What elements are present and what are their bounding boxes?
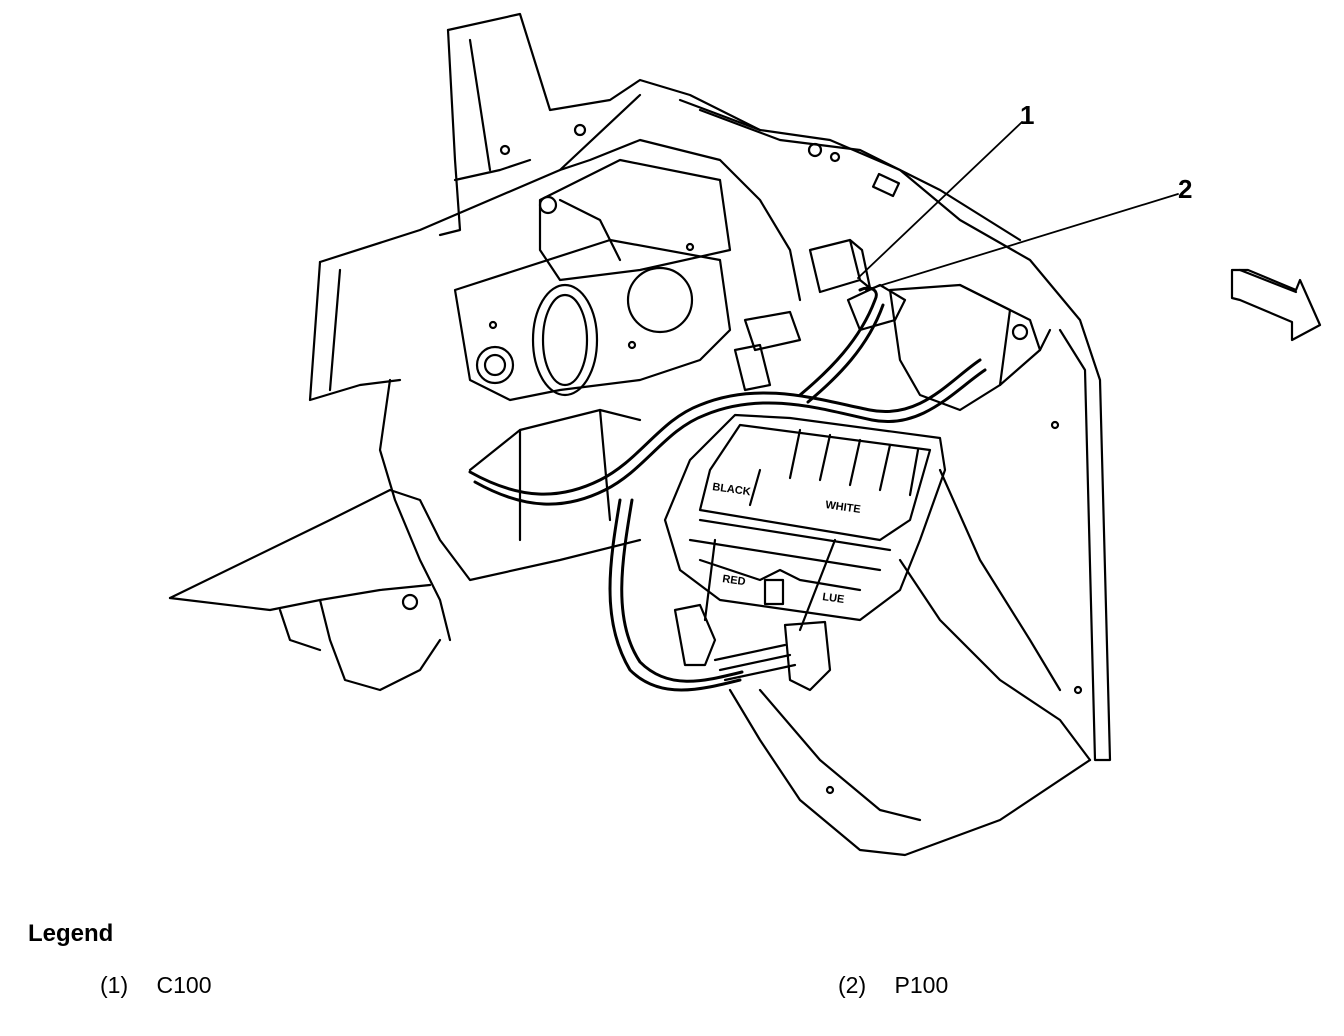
callout-leaders bbox=[857, 121, 1179, 291]
white-connector-label: WHITE bbox=[825, 499, 862, 516]
legend-title: Legend bbox=[28, 920, 114, 947]
legend-item-2: (2) P100 bbox=[838, 972, 948, 999]
connector-c100 bbox=[808, 238, 872, 294]
control-module bbox=[663, 413, 947, 632]
legend-item-1-label: C100 bbox=[156, 972, 212, 998]
legend-item-1-number: (1) bbox=[100, 972, 129, 998]
body-panel bbox=[308, 12, 1112, 762]
relay-box bbox=[888, 283, 1052, 412]
floor-tunnel bbox=[168, 378, 642, 692]
dash-panel bbox=[453, 158, 732, 402]
blue-connector-label: LUE bbox=[822, 591, 845, 606]
module-plugs bbox=[673, 603, 832, 692]
lower-panel bbox=[728, 468, 1092, 857]
legend-item-2-number: (2) bbox=[838, 972, 867, 998]
black-connector-label: BLACK bbox=[712, 481, 752, 498]
legend-item-2-label: P100 bbox=[894, 972, 949, 998]
callout-1-number: 1 bbox=[1020, 100, 1035, 130]
callout-2-number: 2 bbox=[1178, 174, 1193, 204]
orientation-arrow bbox=[1230, 268, 1322, 342]
legend-item-1: (1) C100 bbox=[100, 972, 212, 999]
brackets bbox=[733, 310, 802, 392]
component-location-illustration: BLACK WHITE RED LUE bbox=[168, 12, 1322, 857]
red-connector-label: RED bbox=[722, 573, 747, 588]
